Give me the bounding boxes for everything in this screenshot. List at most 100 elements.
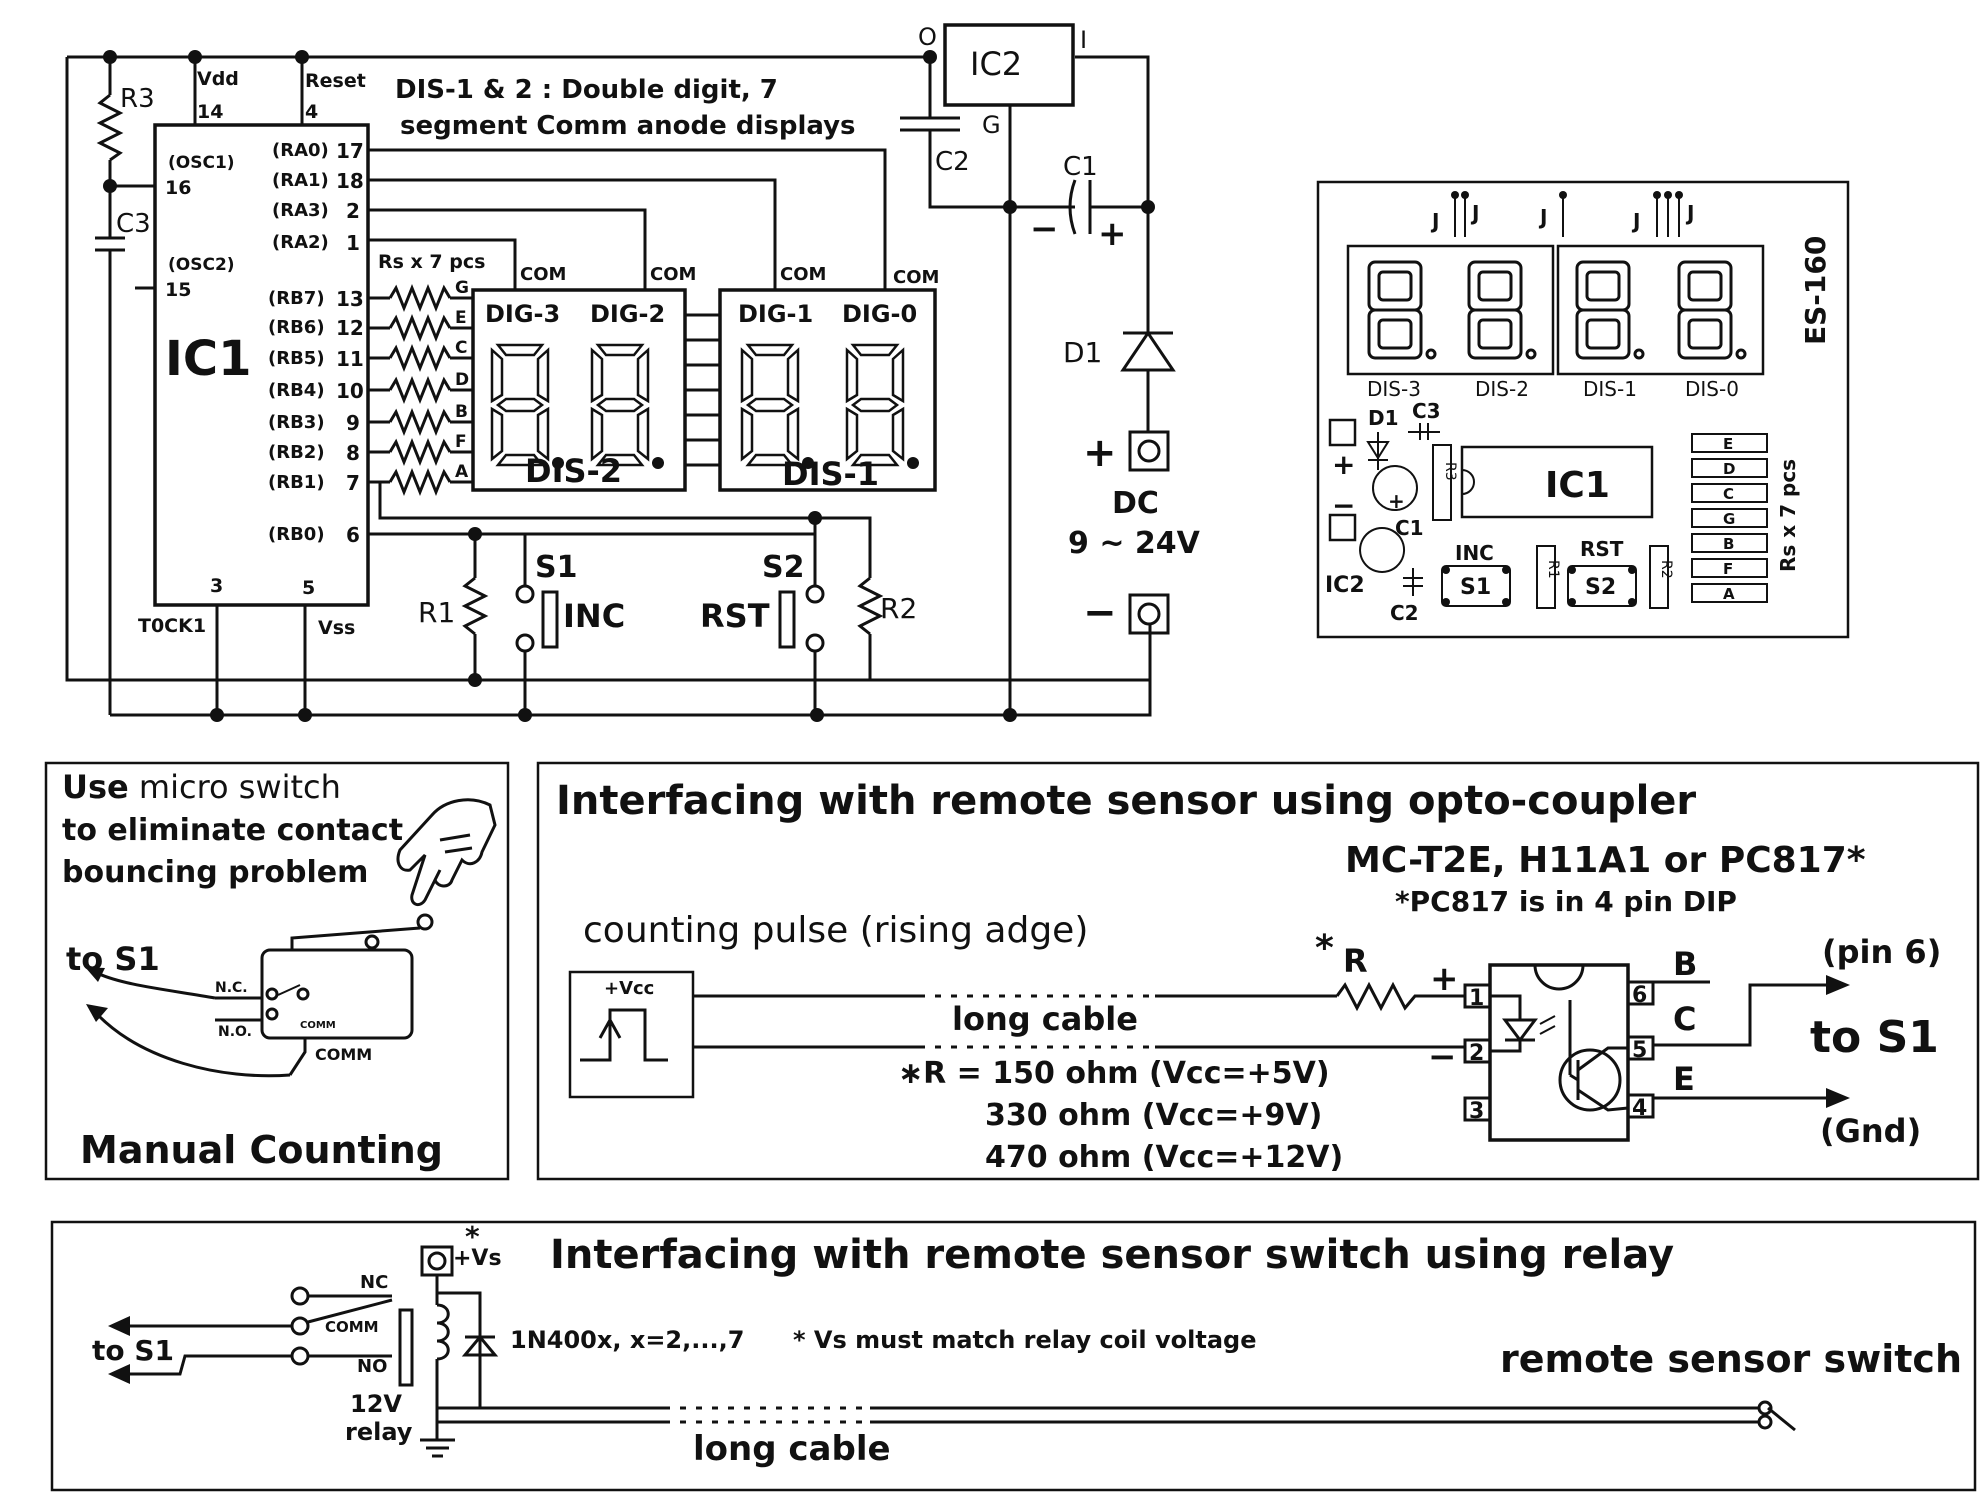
opto-e: E: [1673, 1060, 1695, 1098]
opto-r-value: ∗R = 150 ohm (Vcc=+5V): [898, 1056, 1330, 1091]
pin-label: (RB2): [268, 442, 325, 463]
pin-label: (RA0): [272, 140, 329, 161]
pcb-dis-label: DIS-2: [1475, 377, 1529, 401]
opto-pin: 1: [1469, 986, 1484, 1011]
com-label: COM: [780, 264, 826, 285]
ic1-right-pins: (RA0) 17 (RA1) 18 (RA3) 2 (RA2) 1 (RB7) …: [268, 139, 364, 547]
pcb-jumpers: J J J J J: [1430, 191, 1694, 237]
pin-label: (RB3): [268, 412, 325, 433]
pin-vss-label: Vss: [318, 617, 355, 639]
jumper-label: J: [1470, 201, 1479, 225]
pcb-ic2: IC2: [1325, 573, 1365, 598]
opto-r-star2: ∗: [898, 1056, 923, 1091]
relay-vs-star: *: [465, 1220, 480, 1253]
opto-models: MC-T2E, H11A1 or PC817*: [1345, 840, 1866, 881]
display-note-line1: DIS-1 & 2 : Double digit, 7: [395, 75, 778, 105]
pcb-seg: D: [1723, 460, 1735, 478]
dc-label: DC: [1112, 486, 1159, 521]
relay-to-s1: to S1: [92, 1334, 174, 1367]
pin-vdd-label: Vdd: [197, 68, 239, 90]
c1-label: C1: [1063, 152, 1098, 182]
pin-num: 1: [346, 231, 360, 255]
pin-t0ck1-label: T0CK1: [138, 615, 206, 637]
pcb-s1: S1: [1460, 575, 1491, 600]
pcb-c2: C2: [1390, 601, 1419, 625]
relay-no: NO: [357, 1356, 387, 1377]
segment-letters: G E C D B F A: [455, 278, 469, 482]
com-label: COM: [893, 267, 939, 288]
dis1-body: [718, 288, 937, 492]
pcb-c3: C3: [1412, 399, 1441, 423]
manual-counting-panel: Use micro switch to eliminate contact bo…: [44, 761, 510, 1181]
dis1-dig0: DIG-0: [842, 300, 917, 328]
opto-pin: 5: [1632, 1038, 1647, 1063]
pin-label: (RA2): [272, 232, 329, 253]
pin-num: 13: [336, 287, 364, 311]
pcb-rs-pads: E D C G B F A: [1691, 433, 1768, 603]
relay-cable: long cable: [693, 1429, 891, 1469]
main-schematic: IC1 Vdd 14 Reset 4 (OSC1) 16 (OSC2) 15 (…: [65, 23, 1201, 722]
pin-osc2-num: 15: [165, 279, 191, 301]
opto-gnd: (Gnd): [1820, 1112, 1921, 1150]
digit-glyph: [590, 343, 664, 469]
pcb-ic1: IC1: [1545, 465, 1610, 506]
digit-glyph: [490, 343, 564, 469]
pcb-seg: F: [1723, 560, 1733, 578]
manual-title: Manual Counting: [80, 1128, 443, 1172]
pin-num: 12: [336, 316, 364, 340]
relay-frame: [50, 1220, 1977, 1492]
pin-num: 9: [346, 411, 360, 435]
pcb-r3: R3: [1442, 462, 1458, 481]
pin-label: (RB7): [268, 288, 325, 309]
pin-num: 18: [336, 169, 364, 193]
opto-title: Interfacing with remote sensor using opt…: [556, 778, 1696, 824]
manual-line1: Use micro switch: [62, 768, 341, 806]
opto-r-value: 330 ohm (Vcc=+9V): [985, 1098, 1322, 1133]
opto-minus: −: [1428, 1037, 1457, 1077]
pin-num: 2: [346, 199, 360, 223]
pcb-frame: [1316, 180, 1850, 639]
r2-label: R2: [880, 592, 917, 625]
seg-letter: F: [455, 432, 467, 452]
seg-letter: D: [455, 370, 469, 390]
dis2-label: DIS-2: [525, 452, 622, 490]
manual-line1-bold: Use: [62, 768, 129, 806]
relay-note: * Vs must match relay coil voltage: [793, 1326, 1256, 1354]
ic2-g: G: [982, 111, 1001, 139]
pin-num: 17: [336, 139, 364, 163]
pcb-rs-label: Rs x 7 pcs: [1776, 459, 1800, 572]
relay-title: Interfacing with remote sensor switch us…: [550, 1232, 1674, 1278]
pcb-rst: RST: [1580, 537, 1624, 561]
seg-letter: A: [455, 462, 469, 482]
jumper-label: J: [1685, 201, 1694, 225]
relay-panel: Interfacing with remote sensor switch us…: [50, 1220, 1977, 1492]
pcb-r2: R2: [1658, 560, 1674, 579]
jumper-label: J: [1430, 209, 1439, 233]
s1-func: INC: [563, 597, 625, 635]
opto-c: C: [1673, 1000, 1696, 1038]
opto-pin6: (pin 6): [1822, 933, 1941, 971]
relay-nc: NC: [360, 1272, 388, 1293]
relay-remote: remote sensor switch: [1500, 1337, 1962, 1381]
rs-label: Rs x 7 pcs: [378, 251, 485, 273]
opto-pin: 6: [1632, 983, 1647, 1008]
manual-line2: to eliminate contact: [62, 813, 403, 848]
pcb-minus: −: [1332, 489, 1355, 522]
opto-pin: 3: [1469, 1099, 1484, 1124]
jumper-label: J: [1538, 205, 1547, 229]
pin-osc2-label: (OSC2): [168, 255, 235, 275]
s2-label: S2: [762, 550, 804, 585]
opto-cable: long cable: [952, 1000, 1138, 1038]
pin-num: 7: [346, 471, 360, 495]
pcb-seg: E: [1723, 435, 1733, 453]
seven-seg-digits: [490, 343, 919, 469]
opto-r-star: *: [1315, 928, 1334, 969]
opto-frame: [536, 761, 1980, 1181]
pcb-inc: INC: [1455, 541, 1494, 565]
dc-plus: +: [1083, 430, 1117, 476]
manual-line3: bouncing problem: [62, 855, 368, 890]
pointing-hand-icon: [396, 798, 497, 907]
opto-note: *PC817 is in 4 pin DIP: [1395, 885, 1737, 918]
opto-panel: Interfacing with remote sensor using opt…: [536, 761, 1980, 1181]
